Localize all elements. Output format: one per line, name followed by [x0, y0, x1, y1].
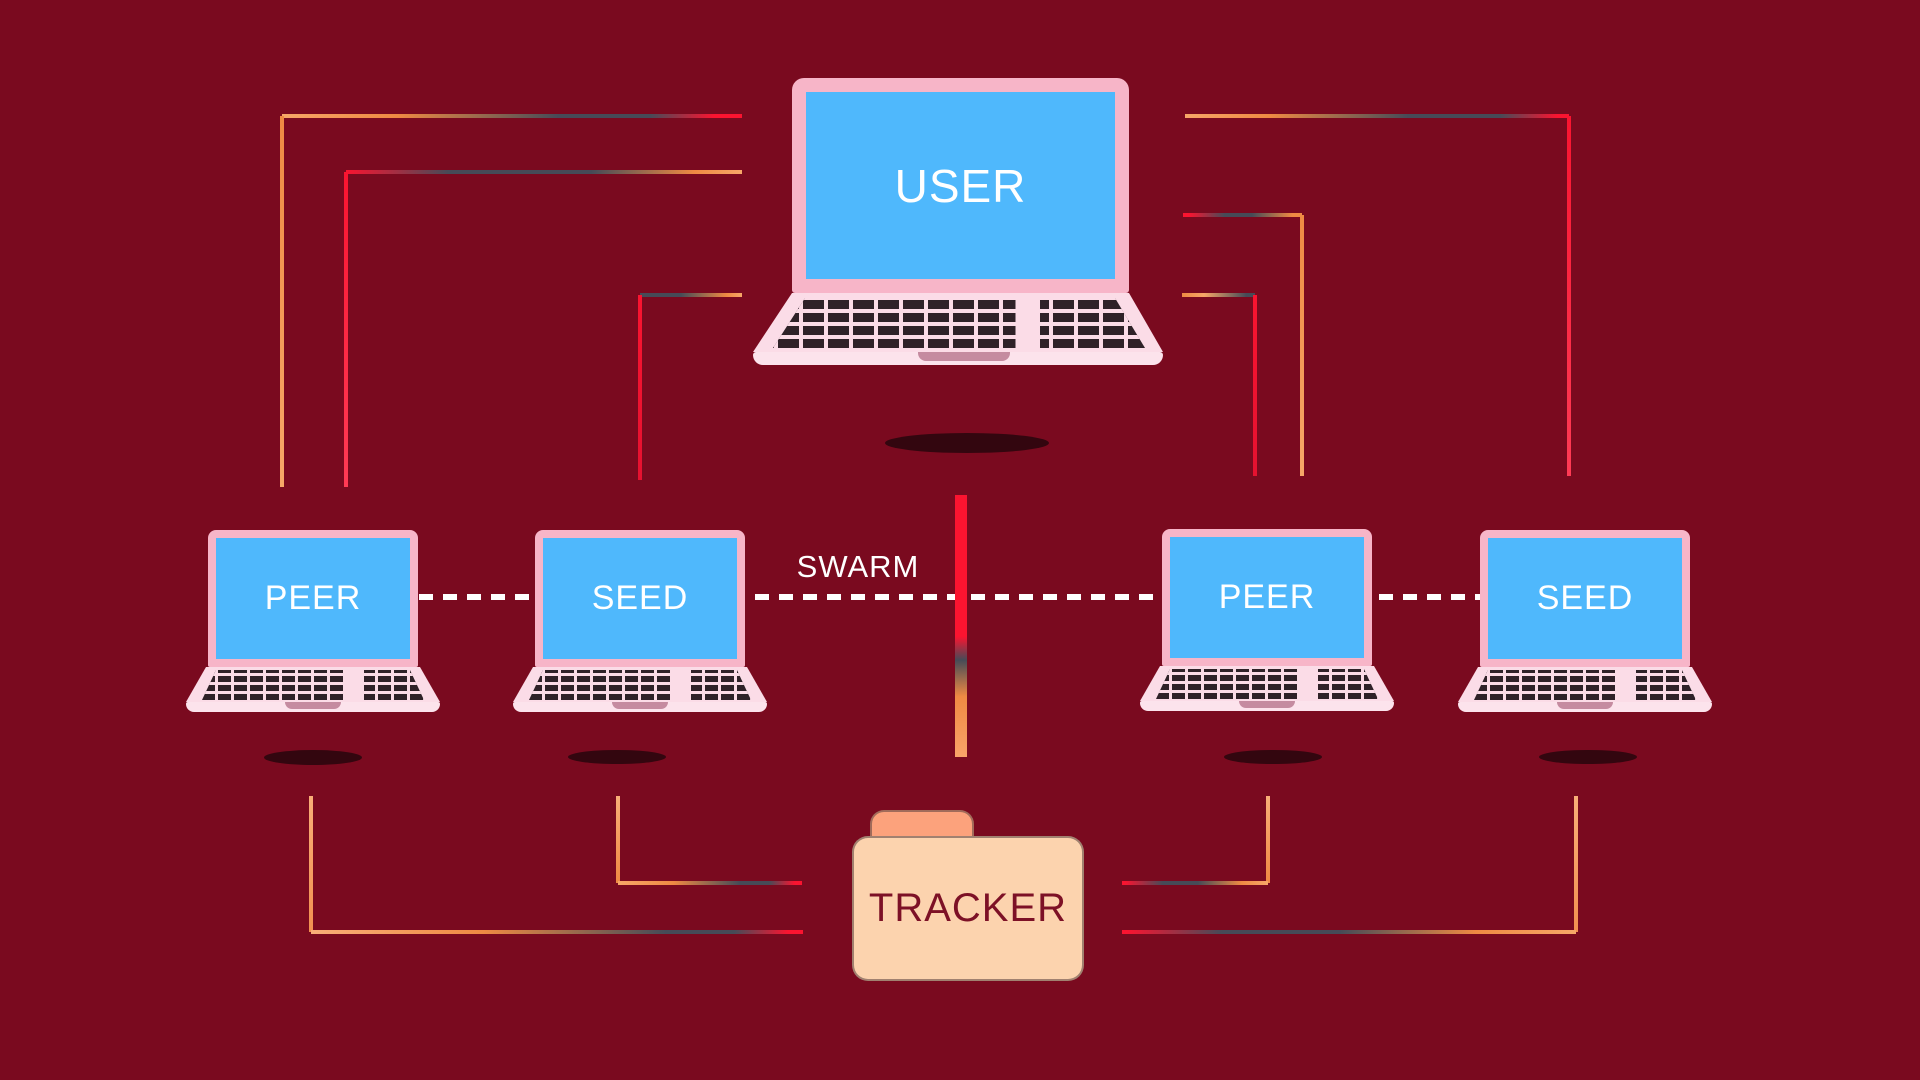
seed2-label: SEED — [1536, 579, 1634, 617]
connection-seed1-tracker-vertical — [616, 796, 620, 883]
connection-user-seed2-vertical — [1567, 116, 1571, 476]
connection-user-peer2-outer-horizontal — [1183, 213, 1302, 217]
laptop-keyboard — [202, 670, 424, 700]
laptop-hinge-notch — [1239, 701, 1295, 708]
tracker-label: TRACKER — [868, 886, 1068, 930]
peer1-laptop-shadow — [264, 750, 362, 765]
user-laptop-shadow — [885, 433, 1049, 453]
seed2-laptop-shadow — [1539, 750, 1637, 764]
connection-user-seed1-horizontal — [640, 293, 742, 297]
connection-peer2-tracker-horizontal — [1122, 881, 1268, 885]
connection-user-tracker-line — [955, 495, 967, 757]
user-laptop: USER — [753, 78, 1163, 365]
user-label: USER — [894, 159, 1027, 212]
laptop-lid: SEED — [535, 530, 745, 667]
connection-seed1-tracker-horizontal — [618, 881, 802, 885]
seed1-laptop: SEED — [513, 530, 767, 712]
connection-user-peer2-outer-vertical — [1300, 215, 1304, 476]
connection-user-seed2-horizontal — [1185, 114, 1569, 118]
peer2-laptop: PEER — [1140, 529, 1394, 711]
laptop-screen: PEER — [1170, 537, 1364, 658]
connection-peer1-tracker-horizontal — [311, 930, 803, 934]
laptop-hinge-notch — [612, 702, 668, 709]
seed2-laptop: SEED — [1458, 530, 1712, 712]
connection-peer2-tracker-vertical — [1266, 796, 1270, 883]
laptop-keyboard — [1474, 670, 1696, 700]
peer1-label: PEER — [264, 579, 362, 617]
seed1-laptop-shadow — [568, 750, 666, 764]
peer1-laptop: PEER — [186, 530, 440, 712]
peer2-label: PEER — [1218, 578, 1316, 616]
connection-user-peer1-inner-vertical — [344, 172, 348, 487]
connection-user-peer1-outer-vertical — [280, 116, 284, 487]
swarm-dashed-line — [419, 594, 1484, 600]
laptop-keyboard — [1156, 669, 1378, 699]
connection-user-peer1-outer-horizontal — [282, 114, 742, 118]
connection-seed2-tracker-vertical — [1574, 796, 1578, 932]
laptop-hinge-notch — [1557, 702, 1613, 709]
laptop-lid: SEED — [1480, 530, 1690, 667]
peer2-laptop-shadow — [1224, 750, 1322, 764]
connection-seed2-tracker-horizontal — [1122, 930, 1576, 934]
folder-body: TRACKER — [852, 836, 1084, 981]
laptop-hinge-notch — [918, 352, 1010, 361]
laptop-keyboard — [529, 670, 751, 700]
laptop-lid: PEER — [1162, 529, 1372, 666]
swarm-label: SWARM — [796, 549, 920, 584]
connection-user-peer2-inner-horizontal — [1182, 293, 1255, 297]
laptop-screen: SEED — [1488, 538, 1682, 659]
laptop-hinge-notch — [285, 702, 341, 709]
seed1-label: SEED — [591, 579, 689, 617]
laptop-screen: USER — [806, 92, 1115, 279]
connection-user-peer1-inner-horizontal — [346, 170, 742, 174]
laptop-keyboard — [773, 298, 1145, 348]
connection-user-peer2-inner-vertical — [1253, 295, 1257, 476]
laptop-screen: PEER — [216, 538, 410, 659]
laptop-lid: PEER — [208, 530, 418, 667]
laptop-lid: USER — [792, 78, 1129, 293]
laptop-screen: SEED — [543, 538, 737, 659]
connection-peer1-tracker-vertical — [309, 796, 313, 932]
connection-user-seed1-vertical — [638, 295, 642, 480]
